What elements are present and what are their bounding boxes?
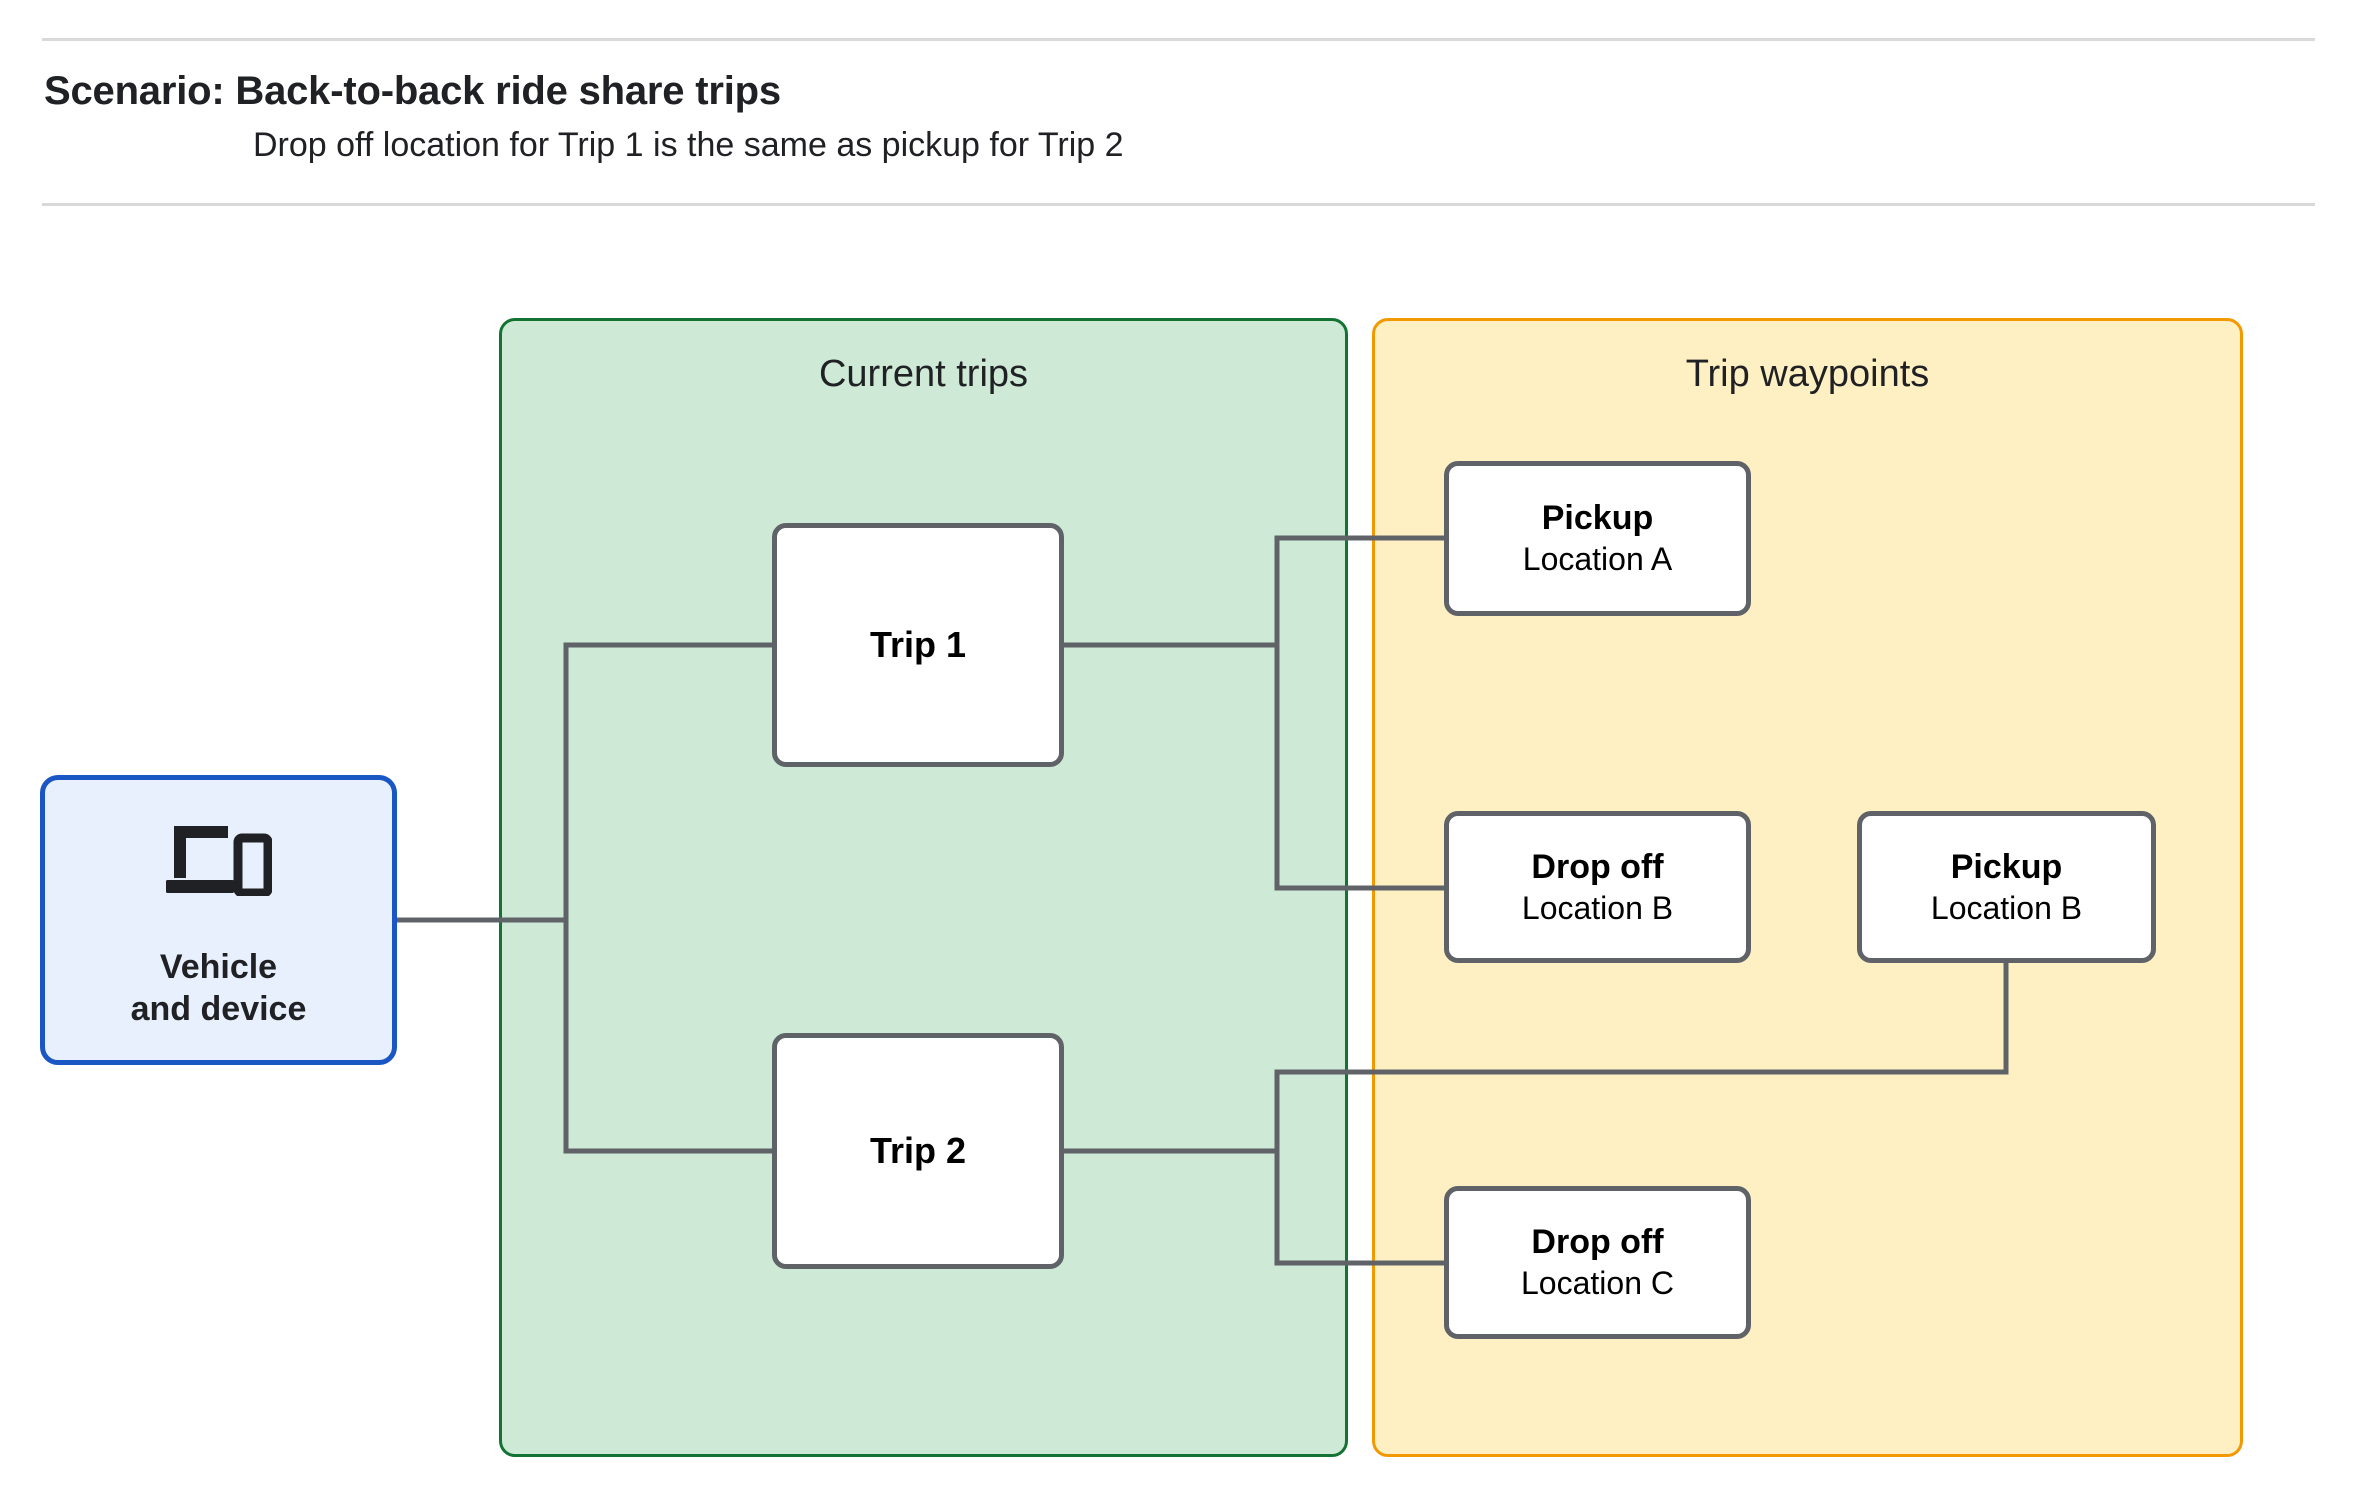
node-pickup-a-subtitle: Location A bbox=[1522, 541, 1673, 578]
node-pickup-location-a[interactable]: Pickup Location A bbox=[1444, 461, 1751, 616]
group-current-trips-title: Current trips bbox=[818, 353, 1029, 395]
node-vehicle-and-device[interactable]: Vehicle and device bbox=[40, 775, 397, 1065]
page-subtitle: Drop off location for Trip 1 is the same… bbox=[253, 126, 1124, 164]
page-title: Scenario: Back-to-back ride share trips bbox=[44, 69, 781, 113]
header-band: Scenario: Back-to-back ride share trips … bbox=[0, 0, 2357, 206]
node-pickup-b-title: Pickup bbox=[1950, 847, 2063, 886]
group-trip-waypoints-title: Trip waypoints bbox=[1685, 353, 1930, 395]
node-pickup-a-title: Pickup bbox=[1541, 499, 1654, 538]
header-divider-bottom bbox=[42, 203, 2315, 206]
node-dropoff-b-subtitle: Location B bbox=[1521, 889, 1674, 926]
node-trip-2-label: Trip 2 bbox=[869, 1130, 967, 1171]
node-trip-1[interactable]: Trip 1 bbox=[772, 523, 1064, 767]
node-vehicle-label: Vehicle and device bbox=[130, 948, 307, 1029]
node-dropoff-c-title: Drop off bbox=[1531, 1223, 1664, 1262]
node-pickup-b-subtitle: Location B bbox=[1930, 889, 2083, 926]
node-dropoff-location-b[interactable]: Drop off Location B bbox=[1444, 811, 1751, 963]
node-dropoff-c-subtitle: Location C bbox=[1521, 1265, 1674, 1302]
node-pickup-location-b[interactable]: Pickup Location B bbox=[1857, 811, 2156, 963]
group-current-trips: Current trips bbox=[499, 318, 1348, 1457]
header-divider-top bbox=[42, 38, 2315, 41]
node-dropoff-b-title: Drop off bbox=[1531, 847, 1664, 886]
node-trip-2[interactable]: Trip 2 bbox=[772, 1033, 1064, 1269]
node-dropoff-location-c[interactable]: Drop off Location C bbox=[1444, 1186, 1751, 1339]
devices-icon bbox=[165, 826, 272, 896]
node-trip-1-label: Trip 1 bbox=[869, 624, 967, 665]
